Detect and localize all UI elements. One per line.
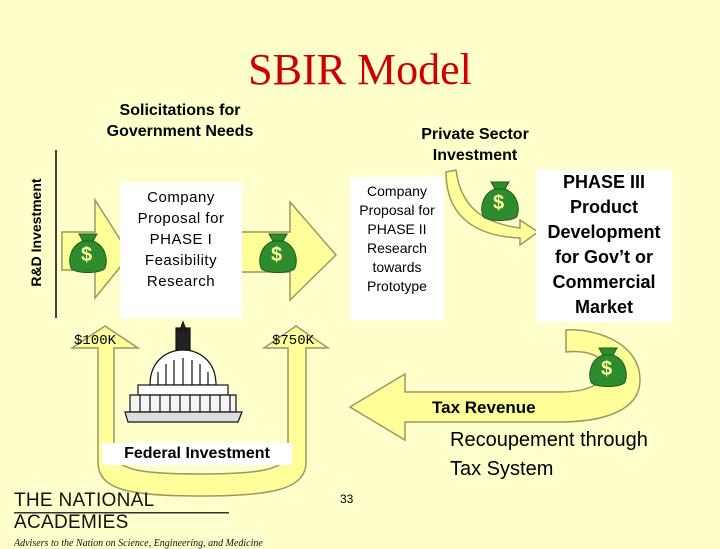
phase1-box: Company Proposal for PHASE I Feasibility… bbox=[120, 182, 242, 318]
bag-symbol-4: $ bbox=[601, 358, 612, 381]
tax-revenue-label: Tax Revenue bbox=[432, 398, 536, 418]
capitol-building-icon bbox=[125, 322, 242, 422]
logo-name: THE NATIONAL ACADEMIES bbox=[14, 490, 229, 534]
phase2-text: Company Proposal for PHASE II Research t… bbox=[350, 177, 444, 296]
solicitations-label: Solicitations for Government Needs bbox=[90, 100, 270, 142]
rd-investment-label: R&D Investment bbox=[28, 160, 48, 305]
page-title: SBIR Model bbox=[0, 44, 720, 95]
phase1-amount: $100K bbox=[74, 333, 116, 349]
phase2-amount: $750K bbox=[272, 333, 314, 349]
phase1-text: Company Proposal for PHASE I Feasibility… bbox=[120, 182, 242, 292]
private-sector-label: Private Sector Investment bbox=[395, 124, 555, 166]
federal-investment-label: Federal Investment bbox=[102, 443, 292, 465]
phase3-box: PHASE III Product Development for Gov’t … bbox=[536, 170, 672, 322]
recoupement-label: Recoupement through Tax System bbox=[450, 426, 670, 484]
phase2-box: Company Proposal for PHASE II Research t… bbox=[350, 177, 444, 320]
bag-symbol-3: $ bbox=[493, 192, 504, 215]
bag-symbol-1: $ bbox=[81, 244, 92, 267]
national-academies-logo: THE NATIONAL ACADEMIES Advisers to the N… bbox=[14, 490, 229, 528]
page-number: 33 bbox=[340, 492, 353, 506]
bag-symbol-2: $ bbox=[271, 244, 282, 267]
